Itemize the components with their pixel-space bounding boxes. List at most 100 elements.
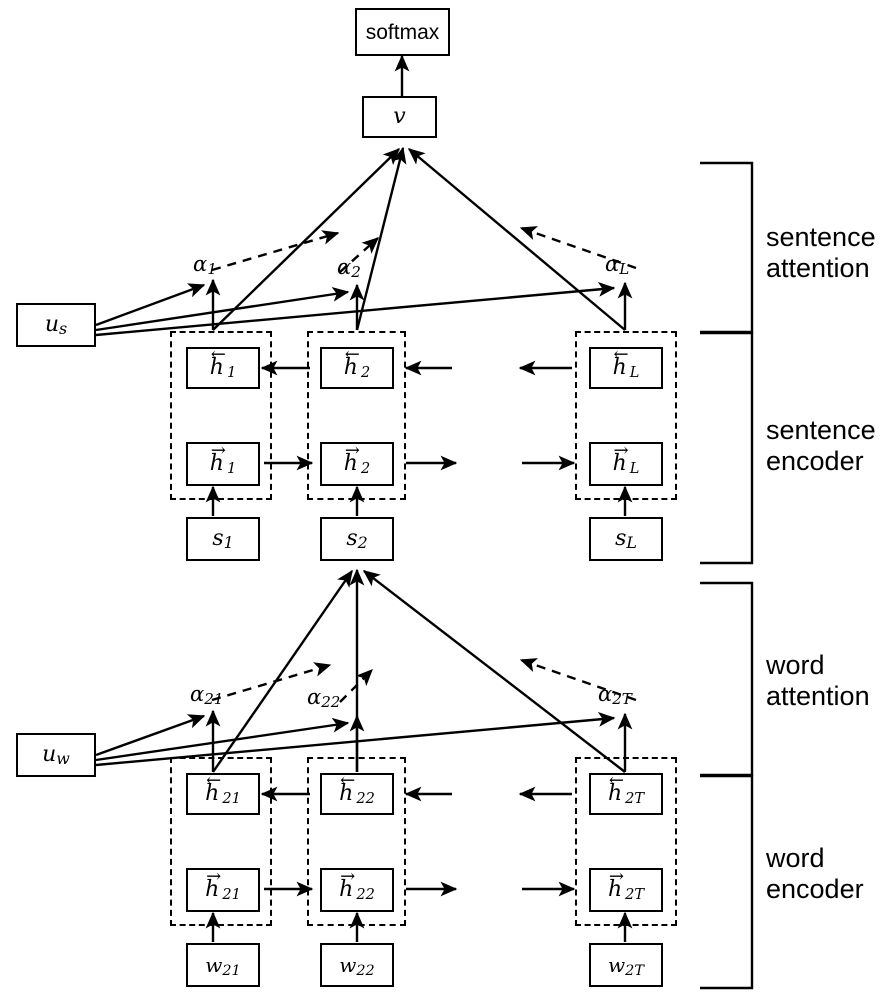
sentence-input-1[interactable]: s1 bbox=[186, 517, 260, 561]
alpha21-base: α bbox=[190, 682, 205, 706]
right-arrow-icon: → bbox=[613, 439, 629, 461]
s-sub: 1 bbox=[223, 533, 234, 552]
left-arrow-icon: ← bbox=[206, 769, 222, 791]
document-vector-node[interactable]: v bbox=[362, 96, 437, 138]
right-arrow-icon: → bbox=[344, 439, 360, 461]
h-sub: 22 bbox=[356, 887, 375, 903]
sentence-input-L[interactable]: sL bbox=[589, 517, 663, 561]
h-base: h bbox=[343, 451, 358, 476]
h-sub: 2T bbox=[625, 791, 645, 807]
sentence-attention-weight-1: α1 bbox=[193, 252, 217, 278]
h-base: h bbox=[205, 877, 220, 902]
h-sub: 2 bbox=[360, 365, 371, 381]
arrow-alphaL-to-v bbox=[407, 148, 626, 331]
alpha2-sub: 2 bbox=[351, 263, 361, 281]
right-arrow-icon: → bbox=[210, 439, 226, 461]
alpha2T-base: α bbox=[598, 682, 613, 706]
left-arrow-icon: ← bbox=[344, 343, 360, 365]
alphaL-base: α bbox=[605, 252, 620, 276]
arrow-us-to-alphaL bbox=[95, 282, 616, 337]
h-base: h bbox=[339, 781, 354, 806]
arrow-alpha21-to-s2 bbox=[212, 569, 353, 773]
alpha22-base: α bbox=[307, 685, 322, 709]
alpha22-sub: 22 bbox=[321, 693, 341, 711]
right-arrow-icon: → bbox=[608, 865, 624, 887]
arrow-uw-to-alpha21 bbox=[95, 714, 206, 757]
alpha1-sub: 1 bbox=[207, 260, 217, 278]
word-input-2T[interactable]: w2T bbox=[589, 943, 663, 987]
sentence-context-vector[interactable]: us bbox=[16, 303, 96, 347]
arrow-uw-to-alpha22 bbox=[95, 717, 350, 762]
word-attention-weight-2T: α2T bbox=[598, 682, 632, 708]
sentence-input-2[interactable]: s2 bbox=[320, 517, 394, 561]
left-arrow-icon: ← bbox=[340, 769, 356, 791]
w-sub: 21 bbox=[222, 962, 241, 979]
h-sub: 2T bbox=[625, 887, 645, 903]
alpha2-base: α bbox=[337, 255, 352, 279]
h-base: h bbox=[612, 451, 627, 476]
arrow-alpha2-to-v bbox=[355, 146, 407, 331]
bracket-sentence-attention bbox=[700, 161, 754, 334]
word-context-vector[interactable]: uw bbox=[16, 733, 96, 777]
word-input-21[interactable]: w21 bbox=[186, 943, 260, 987]
h-sub: 2 bbox=[360, 461, 371, 477]
s-base: s bbox=[346, 526, 358, 551]
h-sub: L bbox=[629, 461, 640, 477]
section-label-sentence-attention: sentence attention bbox=[766, 222, 876, 283]
arrow-us-to-alpha1 bbox=[95, 283, 206, 327]
left-arrow-icon: ← bbox=[613, 343, 629, 365]
left-arrow-icon: ← bbox=[210, 343, 226, 365]
h-base: h bbox=[607, 781, 623, 806]
us-base: u bbox=[44, 312, 60, 337]
alpha21-sub: 21 bbox=[204, 690, 224, 708]
word-input-22[interactable]: w22 bbox=[320, 943, 394, 987]
h-sub: 22 bbox=[356, 791, 375, 807]
left-arrow-icon: ← bbox=[608, 769, 624, 791]
document-vector-label: v bbox=[393, 104, 406, 129]
h-base: h bbox=[612, 355, 627, 380]
word-attention-weight-22: α22 bbox=[307, 685, 341, 711]
h-base: h bbox=[339, 877, 354, 902]
us-sub: s bbox=[59, 319, 68, 338]
alpha2T-sub: 2T bbox=[612, 690, 632, 708]
h-base: h bbox=[209, 451, 224, 476]
h-base: h bbox=[205, 781, 220, 806]
uw-sub: w bbox=[56, 749, 70, 768]
s-sub: L bbox=[626, 533, 637, 552]
arrow-us-to-alpha2 bbox=[95, 286, 350, 332]
softmax-node[interactable]: softmax bbox=[355, 8, 450, 56]
section-label-sentence-encoder: sentence encoder bbox=[766, 415, 876, 476]
s-sub: 2 bbox=[357, 533, 368, 552]
section-label-word-encoder: word encoder bbox=[766, 843, 864, 904]
dashed-link-alpha1 bbox=[211, 230, 340, 272]
uw-base: u bbox=[42, 742, 57, 767]
dashed-link-alpha22 bbox=[339, 669, 373, 703]
word-attention-weight-21: α21 bbox=[190, 682, 224, 708]
s-base: s bbox=[212, 526, 224, 551]
h-sub: 1 bbox=[226, 461, 237, 477]
w-base: w bbox=[339, 952, 357, 977]
h-base: h bbox=[607, 877, 623, 902]
sentence-attention-weight-L: αL bbox=[605, 252, 629, 278]
section-label-word-attention: word attention bbox=[766, 650, 870, 711]
alpha1-base: α bbox=[193, 252, 208, 276]
softmax-label: softmax bbox=[365, 20, 440, 44]
arrow-alpha1-to-v bbox=[212, 148, 400, 331]
sentence-attention-weight-2: α2 bbox=[337, 255, 361, 281]
h-base: h bbox=[343, 355, 358, 380]
h-sub: 21 bbox=[222, 887, 241, 903]
